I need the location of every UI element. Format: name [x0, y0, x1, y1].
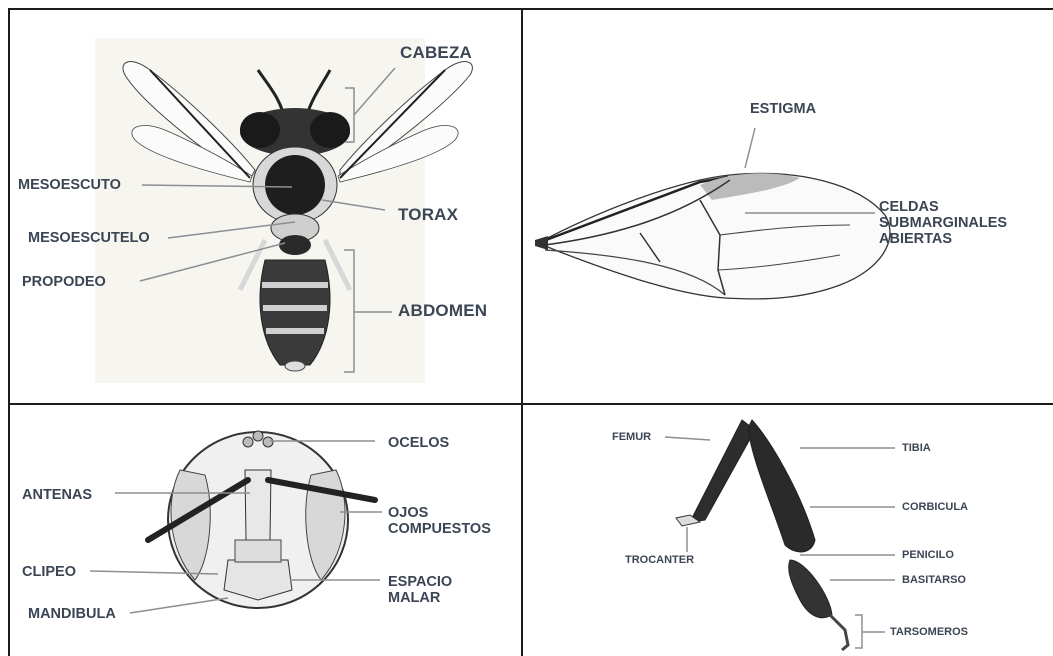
label-penicilo: PENICILO: [902, 549, 954, 561]
label-tarsomeros: TARSOMEROS: [890, 626, 968, 638]
label-tibia: TIBIA: [902, 442, 931, 454]
label-basitarso: BASITARSO: [902, 574, 966, 586]
label-corbicula: CORBICULA: [902, 501, 968, 513]
label-trocanter: TROCANTER: [625, 554, 694, 566]
label-femur: FEMUR: [612, 431, 651, 443]
